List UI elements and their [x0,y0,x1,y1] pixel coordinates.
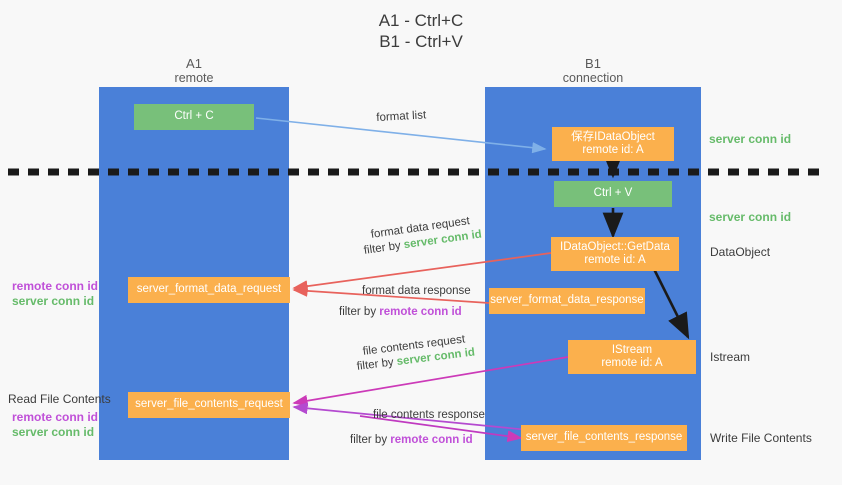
edge-label-format-data-response-filter: filter by remote conn id [339,305,462,320]
annotation-server-conn-id-top: server conn id [709,132,792,146]
box-ctrl-v[interactable]: Ctrl + V [554,181,672,207]
lane-header-b1: B1 connection [485,56,701,86]
annotation-remote-conn-id-lower: remote conn id [12,410,99,424]
filter-prefix-3: filter by [356,356,398,373]
annotation-server-conn-id-second: server conn id [709,210,792,224]
edge-label-format-list: format list [376,109,427,124]
annotation-server-conn-id-upper: server conn id [12,294,95,308]
box-ctrl-c[interactable]: Ctrl + C [134,104,254,130]
box-server-file-contents-response[interactable]: server_file_contents_response [521,425,687,451]
annotation-write-file-contents: Write File Contents [710,431,812,445]
box-save-idataobject-line1: 保存IDataObject [571,130,655,143]
box-idataobject-getdata[interactable]: IDataObject::GetData remote id: A [551,237,679,271]
lane-b1-sub: connection [562,71,624,85]
edge-label-file-contents-response: file contents response [373,409,485,421]
page-title: A1 - Ctrl+C B1 - Ctrl+V [0,10,842,52]
filter-key-remote-conn-id-2: remote conn id [390,434,473,446]
annotation-server-conn-id-lower: server conn id [12,425,95,439]
filter-prefix-1: filter by [363,239,405,257]
edge-label-file-contents-response-filter: filter by remote conn id [350,433,473,448]
box-idataobject-getdata-line1: IDataObject::GetData [560,240,670,253]
annotation-remote-conn-id-upper: remote conn id [12,279,99,293]
filter-prefix-2: filter by [339,306,380,318]
annotation-istream: Istream [710,350,751,364]
box-server-file-contents-request[interactable]: server_file_contents_request [128,392,290,418]
box-server-format-data-request-label: server_format_data_request [136,283,282,296]
box-server-format-data-response[interactable]: server_format_data_response [489,288,645,314]
box-idataobject-getdata-line2: remote id: A [584,254,646,266]
box-istream-line1: IStream [611,343,653,356]
filter-key-remote-conn-id-1: remote conn id [379,306,462,318]
box-server-file-contents-request-label: server_file_contents_request [135,398,283,411]
box-istream[interactable]: IStream remote id: A [568,340,696,374]
box-server-format-data-request[interactable]: server_format_data_request [128,277,290,303]
edge-label-format-data-response: format data response [362,285,471,297]
box-ctrl-v-label: Ctrl + V [593,187,633,200]
lane-a1-sub: remote [174,71,214,85]
annotation-dataobject: DataObject [710,245,771,259]
lane-a1-name: A1 [186,56,202,71]
box-server-file-contents-response-label: server_file_contents_response [525,431,683,444]
box-istream-line2: remote id: A [601,357,663,369]
title-line-1: A1 - Ctrl+C [378,11,464,30]
filter-prefix-4: filter by [350,434,391,446]
box-ctrl-c-label: Ctrl + C [174,110,214,123]
annotation-read-file-contents: Read File Contents [8,392,111,406]
lane-b1-name: B1 [585,56,601,71]
title-line-2: B1 - Ctrl+V [379,32,463,51]
lane-header-a1: A1 remote [99,56,289,86]
box-server-format-data-response-label: server_format_data_response [490,294,644,307]
box-save-idataobject[interactable]: 保存IDataObject remote id: A [552,127,674,161]
box-save-idataobject-line2: remote id: A [582,144,644,156]
